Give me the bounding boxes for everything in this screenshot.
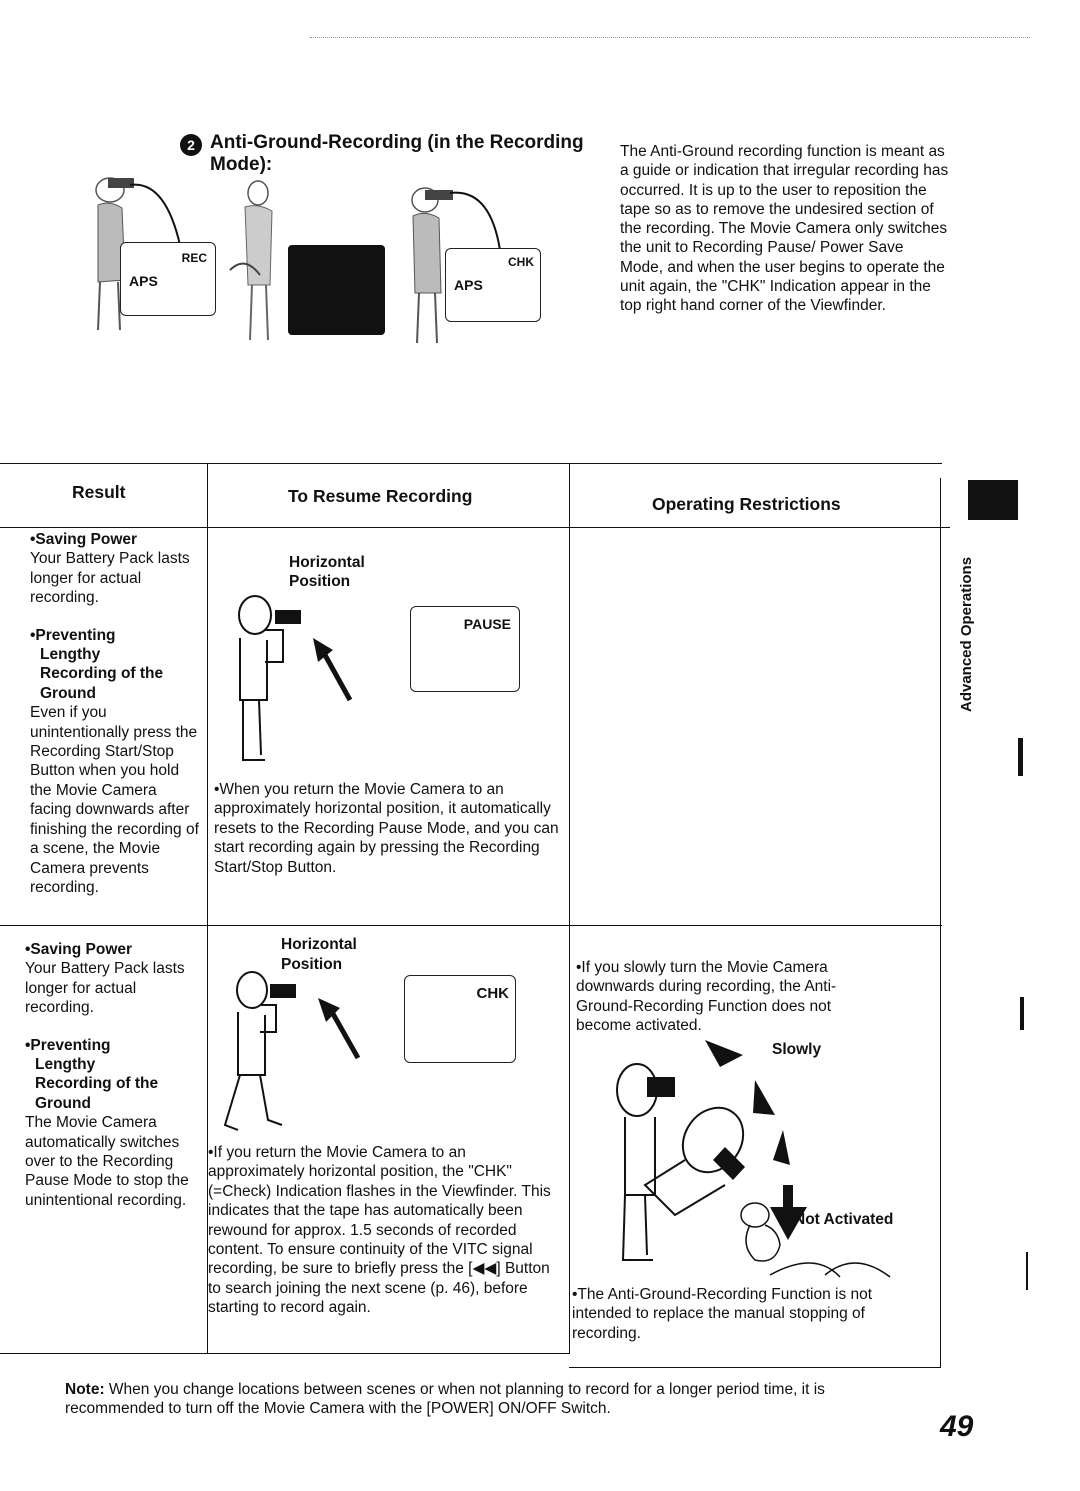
row2-result: •Saving Power Your Battery Pack lasts lo… [25,940,200,1210]
row2-position-1: Horizontal [281,936,357,953]
table-bottom-rule-right [569,1367,941,1368]
intro-paragraph: The Anti-Ground recording function is me… [620,143,949,315]
dog-illustration [740,1202,891,1278]
row2-vf-label: CHK [476,985,510,1002]
note-label: Note: [65,1381,105,1398]
sidebar-chapter-label: Advanced Operations [958,556,975,712]
black-screen [288,245,385,335]
row1-saving-title: •Saving Power [30,531,138,548]
row2-prev-title-3: Recording of the [35,1075,159,1093]
footer-note: Note: When you change locations between … [65,1380,925,1418]
row1-camera-person-illustration [238,595,353,761]
row2-resume-text: •If you return the Movie Camera to an ap… [208,1144,551,1317]
row1-viewfinder: PAUSE [410,606,520,692]
table-bottom-rule [0,1353,570,1354]
row2-saving-text: Your Battery Pack lasts longer for actua… [25,960,185,1017]
row2-prev-text: The Movie Camera automatically switches … [25,1114,189,1209]
row2-position-2: Position [281,956,343,973]
chapter-tab-block [968,480,1018,520]
table-right-border [940,478,941,1368]
viewfinder-chk: CHK APS [445,248,541,322]
section-number-badge: 2 [180,134,202,156]
edge-mark-1 [1018,738,1023,776]
row2-prev-title-4: Ground [35,1094,91,1112]
row1-prev-text: Even if you unintentionally press the Re… [30,704,199,896]
note-text: When you change locations between scenes… [65,1381,825,1417]
edge-mark-2 [1020,997,1024,1030]
row1-result: •Saving Power Your Battery Pack lasts lo… [30,530,200,897]
page-number: 49 [940,1410,974,1443]
section-heading-text: Anti-Ground-Recording (in the Recording … [210,132,584,175]
table-divider-2 [569,463,570,1353]
table-top-border [0,463,942,464]
vf-aps-label: APS [129,273,158,289]
vf-rec-label: REC [181,251,207,265]
row1-vf-label: PAUSE [463,616,511,632]
row1-prev-title-1: •Preventing [30,626,116,644]
row2-saving-title: •Saving Power [25,941,133,958]
row1-prev-title-3: Recording of the [40,665,164,683]
person-middle-illustration [229,180,273,341]
row2-restr-text-1: •If you slowly turn the Movie Camera dow… [576,959,837,1035]
row1-position-2: Position [289,573,351,590]
slow-turn-illustration [616,1040,807,1261]
person-left-illustration [95,177,181,331]
edge-mark-3 [1026,1252,1028,1290]
row1-position-1: Horizontal [289,554,365,571]
row1-prev-title-2: Lengthy [40,646,101,664]
not-activated-label: Not Activated [794,1211,894,1228]
header-restrictions: Operating Restrictions [652,494,841,514]
table-divider-1 [207,463,208,1353]
row2-prev-title-2: Lengthy [35,1056,96,1074]
header-result: Result [72,482,126,502]
vf-chk-label: CHK [508,255,534,269]
row1-resume-text: •When you return the Movie Camera to an … [214,781,559,876]
table-row-rule [0,925,942,926]
slowly-label: Slowly [772,1041,822,1058]
section-heading: Anti-Ground-Recording (in the Recording … [180,132,610,176]
row2-prev-title-1: •Preventing [25,1036,111,1054]
row1-prev-title-4: Ground [40,684,96,702]
table-header-rule [0,527,950,528]
row2-camera-person-illustration [223,971,361,1131]
vf-aps-label-2: APS [454,277,483,293]
viewfinder-rec: REC APS [120,242,216,316]
person-right-illustration [411,187,501,344]
header-resume: To Resume Recording [288,486,473,506]
row1-saving-text: Your Battery Pack lasts longer for actua… [30,550,190,607]
row2-viewfinder: CHK [404,975,516,1063]
row2-restr-text-2: •The Anti-Ground-Recording Function is n… [572,1286,873,1342]
top-scan-line [310,37,1030,38]
